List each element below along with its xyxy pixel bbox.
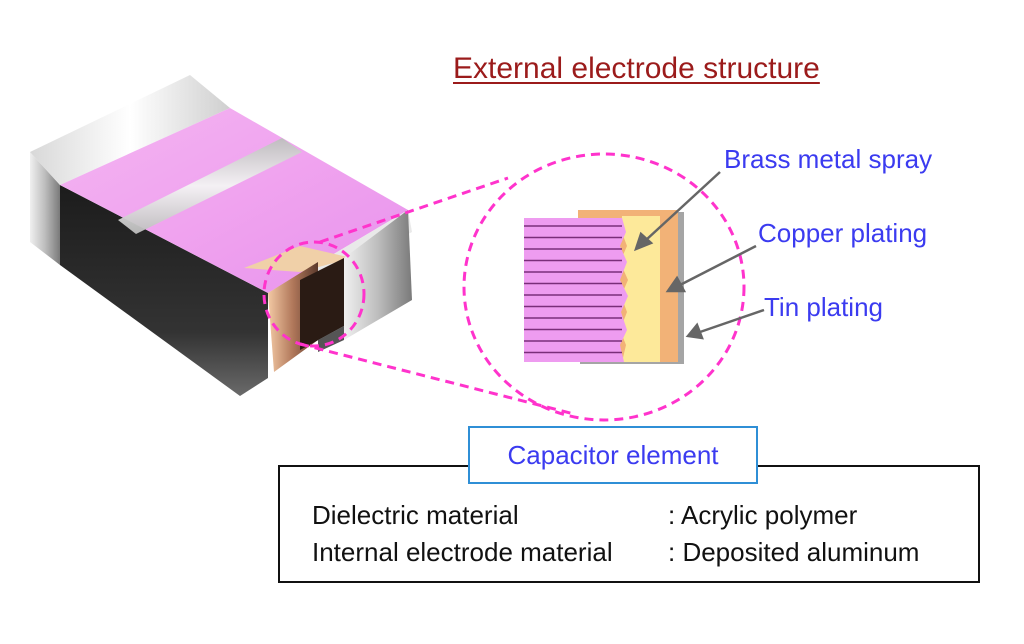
chip-zoom-circle xyxy=(262,240,366,348)
cross-section xyxy=(524,210,684,364)
chip-left-end xyxy=(30,152,60,265)
spec-key: Dielectric material xyxy=(312,500,519,530)
chip-top-surface xyxy=(60,108,408,293)
brass-spray-layer xyxy=(620,216,660,362)
copper-plating-label: Copper plating xyxy=(758,218,928,248)
brass-arrow xyxy=(645,171,721,241)
chip-left-electrode xyxy=(30,75,230,185)
zoom-detail-circle xyxy=(462,152,746,422)
capacitor-element-label: Capacitor element xyxy=(468,426,758,484)
brass-spray-label: Brass metal spray xyxy=(724,144,933,174)
chip-tin-face xyxy=(344,210,412,340)
brass-arrowhead xyxy=(633,231,654,252)
copper-arrow xyxy=(679,244,757,287)
spec-row-electrode: Internal electrode material : Deposited a… xyxy=(312,537,919,568)
spec-value: : Acrylic polymer xyxy=(668,500,858,530)
chip-shadow-edge xyxy=(318,326,344,352)
dielectric-layer xyxy=(524,218,628,362)
chip-copper-dark xyxy=(300,258,344,350)
callout-arrows xyxy=(633,171,765,340)
spec-row-dielectric: Dielectric material : Acrylic polymer xyxy=(312,500,857,531)
zoom-line-bottom xyxy=(299,342,575,416)
capacitor-chip xyxy=(30,75,412,396)
chip-front-side xyxy=(60,185,268,396)
spec-value: : Deposited aluminum xyxy=(668,537,920,567)
material-spec-box: Dielectric material : Acrylic polymer Int… xyxy=(278,465,980,583)
tin-arrow xyxy=(699,308,765,334)
diagram-title: External electrode structure xyxy=(453,52,820,85)
chip-center-band xyxy=(118,138,302,234)
zoom-line-top xyxy=(319,176,509,244)
tin-arrowhead xyxy=(685,322,704,340)
tin-plating-label: Tin plating xyxy=(764,292,883,322)
spec-key: Internal electrode material xyxy=(312,537,613,567)
internal-electrode-lines xyxy=(524,225,622,354)
copper-arrowhead xyxy=(665,275,687,293)
chip-brass-top xyxy=(244,246,352,272)
